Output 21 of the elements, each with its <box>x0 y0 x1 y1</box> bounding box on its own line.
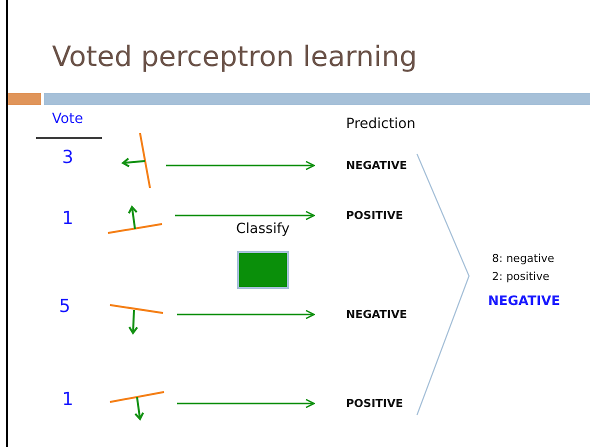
result-label: NEGATIVE <box>488 294 560 309</box>
prediction-label: NEGATIVE <box>346 308 408 321</box>
column-heading: Prediction <box>346 116 416 132</box>
vote-count: 5 <box>59 296 70 317</box>
arrow <box>166 160 315 170</box>
vote-tally: 2: positive <box>492 270 550 283</box>
arrow <box>177 398 315 408</box>
vote-count: 1 <box>62 389 74 410</box>
vote-tally: 8: negative <box>492 252 554 265</box>
vote-count: 3 <box>62 147 74 168</box>
prediction-label: NEGATIVE <box>346 159 408 172</box>
hyperplane-drawing <box>105 203 165 236</box>
slide-title: Voted perceptron learning <box>52 40 418 73</box>
vote-count: 1 <box>62 208 74 229</box>
hyperplane-drawing <box>107 389 167 422</box>
classify-label: Classify <box>236 221 290 237</box>
prediction-label: POSITIVE <box>346 209 404 222</box>
arrow <box>177 310 315 320</box>
column-heading: Vote <box>52 111 84 127</box>
prediction-label: POSITIVE <box>346 397 404 410</box>
arrow <box>175 210 315 220</box>
